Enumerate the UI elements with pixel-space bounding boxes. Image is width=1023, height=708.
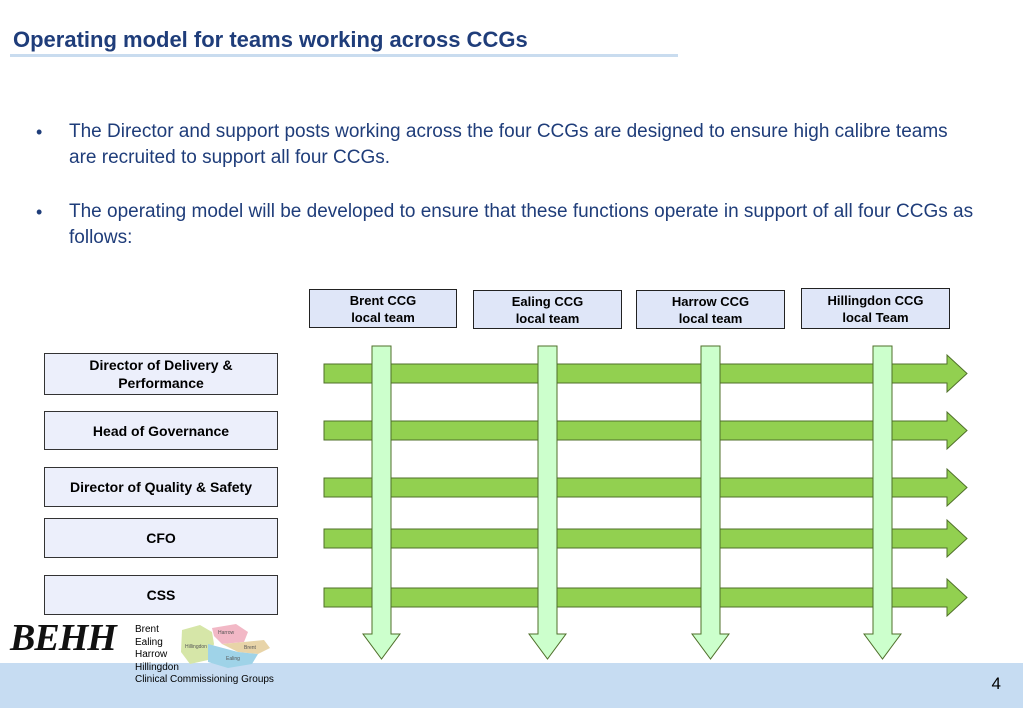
horizontal-arrow-4 <box>323 518 968 559</box>
ccg-box-hillingdon: Hillingdon CCG local Team <box>801 288 950 329</box>
map-label-brent: Brent <box>244 645 257 651</box>
vertical-arrow-brent <box>362 345 401 660</box>
horizontal-arrow-5 <box>323 577 968 618</box>
role-box-head-governance: Head of Governance <box>44 411 278 450</box>
bullet-list: • The Director and support posts working… <box>36 119 976 279</box>
vertical-arrow-hillingdon <box>863 345 902 660</box>
role-box-director-quality: Director of Quality & Safety <box>44 467 278 507</box>
vertical-arrows <box>362 345 902 660</box>
role-box-css: CSS <box>44 575 278 615</box>
page-title: Operating model for teams working across… <box>13 27 528 52</box>
logo-name-ccg: Clinical Commissioning Groups <box>135 674 274 685</box>
ccg-box-harrow: Harrow CCG local team <box>636 290 785 329</box>
bullet-marker: • <box>36 202 43 222</box>
map-label-hillingdon: Hillingdon <box>185 644 207 650</box>
logo-ccg-names: Brent Ealing Harrow Hillingdon Clinical … <box>135 624 274 687</box>
horizontal-arrow-1 <box>323 353 968 394</box>
logo-name-harrow: Harrow <box>135 649 168 660</box>
ccg-map-icon: Harrow Hillingdon Brent Ealing <box>181 624 270 668</box>
logo-name-brent: Brent <box>135 624 159 635</box>
vertical-arrow-harrow <box>691 345 730 660</box>
horizontal-arrows <box>323 353 968 618</box>
vertical-arrow-ealing <box>528 345 567 660</box>
bullet-item: • The operating model will be developed … <box>36 199 976 251</box>
role-box-cfo: CFO <box>44 518 278 558</box>
logo-name-ealing: Ealing <box>135 636 163 648</box>
map-label-ealing: Ealing <box>226 656 240 662</box>
page-number: 4 <box>991 674 1001 693</box>
title-underline <box>10 54 678 57</box>
logo-name-hillingdon: Hillingdon <box>135 661 179 673</box>
bullet-item: • The Director and support posts working… <box>36 119 976 171</box>
footer-bar <box>0 663 1023 708</box>
horizontal-arrow-2 <box>323 410 968 451</box>
ccg-box-brent: Brent CCG local team <box>309 289 457 328</box>
role-box-director-delivery: Director of Delivery & Performance <box>44 353 278 395</box>
ccg-box-ealing: Ealing CCG local team <box>473 290 622 329</box>
horizontal-arrow-3 <box>323 467 968 508</box>
map-label-harrow: Harrow <box>218 630 235 636</box>
logo-wordmark: BEHH <box>10 617 117 659</box>
bullet-marker: • <box>36 122 43 142</box>
bullet-text: The operating model will be developed to… <box>69 201 974 248</box>
bullet-text: The Director and support posts working a… <box>69 121 948 168</box>
